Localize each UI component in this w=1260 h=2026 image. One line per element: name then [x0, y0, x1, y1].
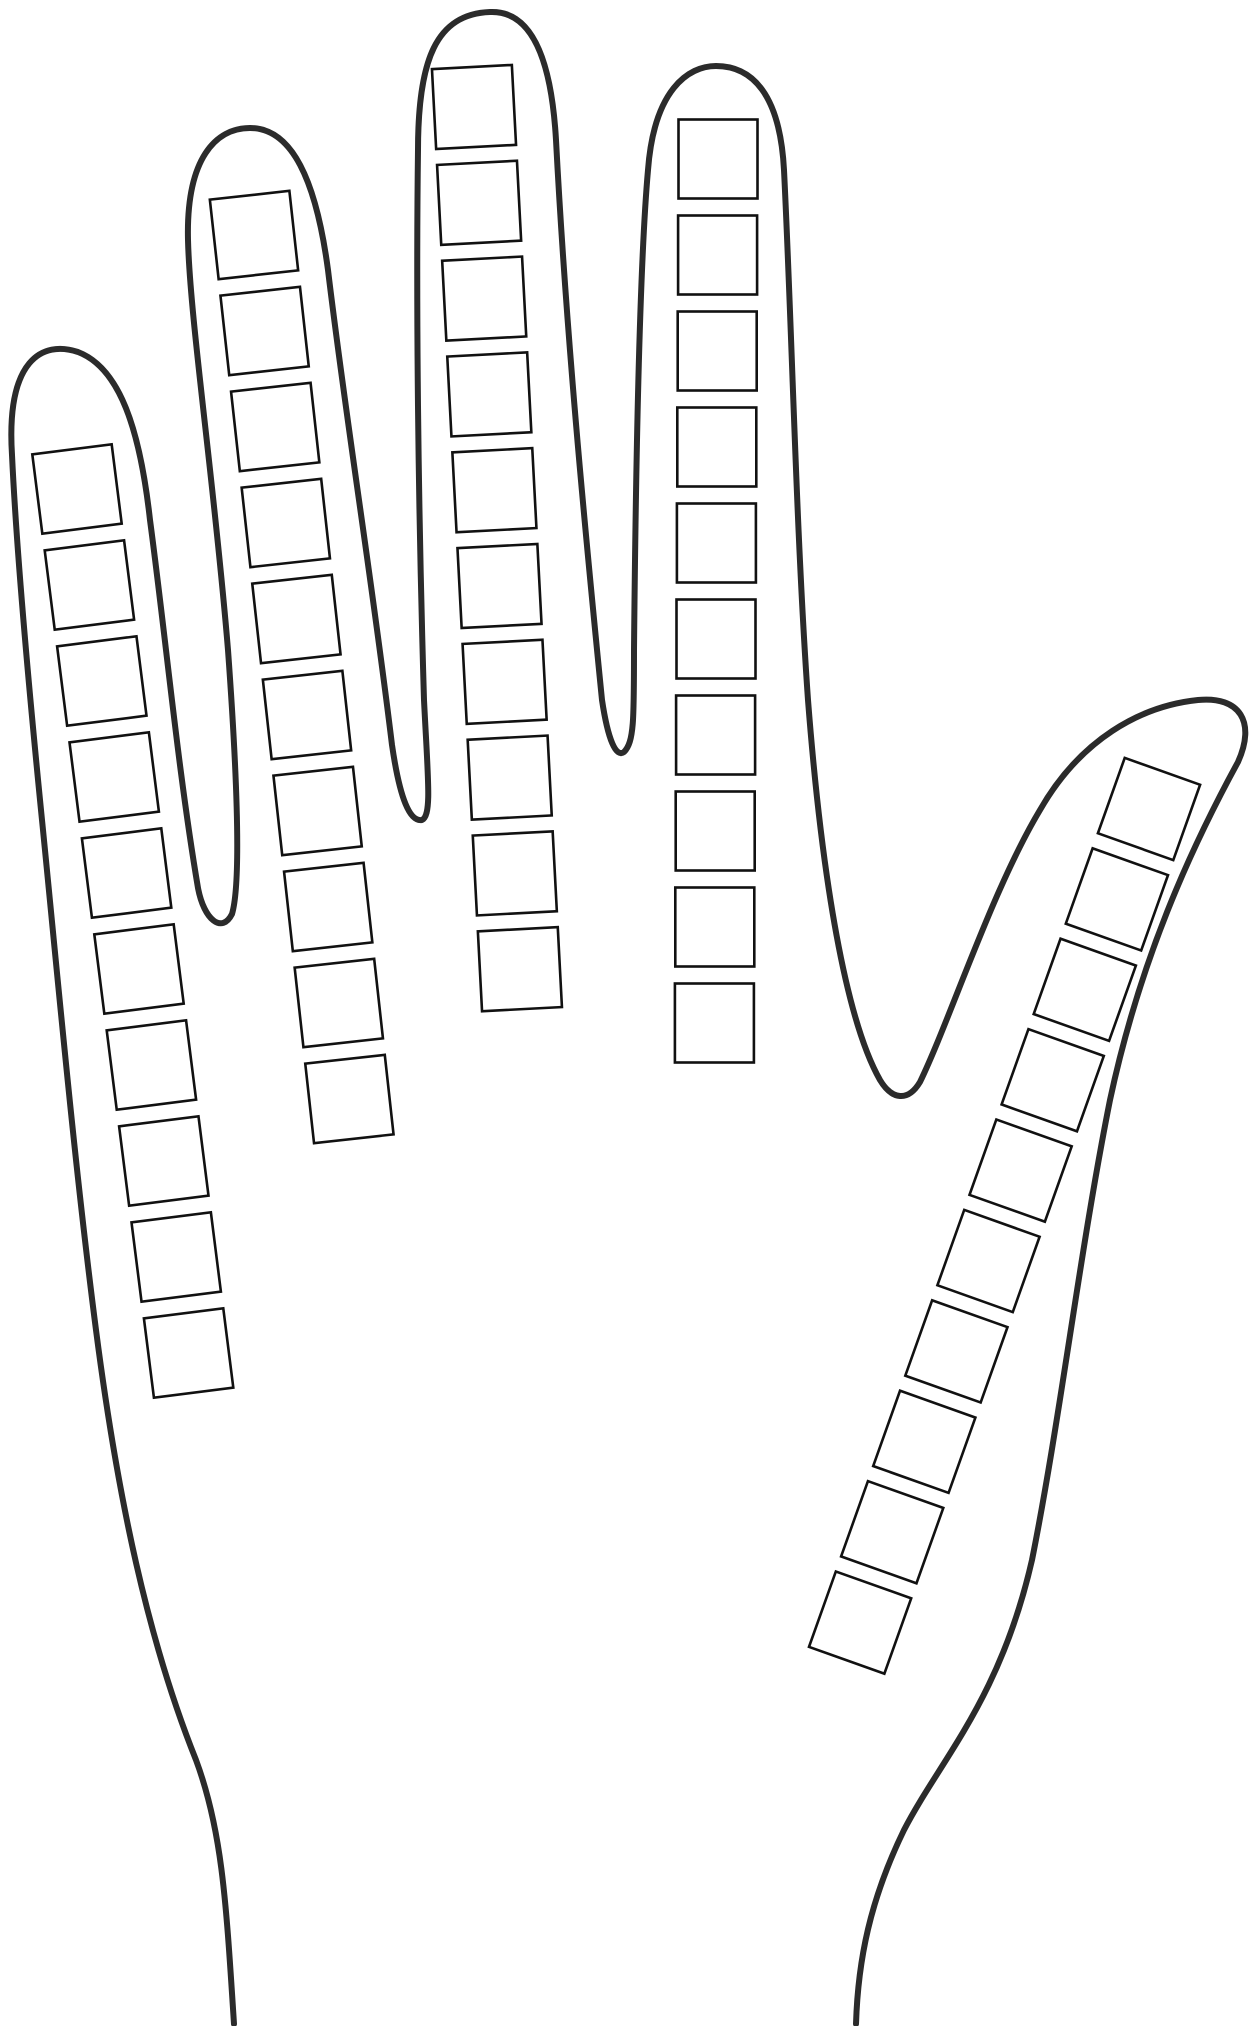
middle-finger-box[interactable] [478, 927, 562, 1011]
ring-finger-box[interactable] [273, 767, 361, 855]
index-finger-box[interactable] [676, 792, 755, 871]
middle-finger-box[interactable] [473, 831, 557, 915]
little-finger-box[interactable] [94, 924, 183, 1013]
little-finger-box[interactable] [82, 828, 171, 917]
ring-finger-boxes [210, 191, 394, 1143]
index-finger-box[interactable] [677, 504, 756, 583]
ring-finger-box[interactable] [210, 191, 298, 279]
middle-finger-box[interactable] [437, 161, 521, 245]
thumb-box[interactable] [1066, 848, 1168, 950]
middle-finger-box[interactable] [447, 352, 531, 436]
middle-finger-box[interactable] [468, 736, 552, 820]
middle-finger-box[interactable] [457, 544, 541, 628]
ring-finger-box[interactable] [220, 287, 308, 375]
little-finger-box[interactable] [119, 1116, 208, 1205]
thumb-box[interactable] [809, 1571, 911, 1673]
index-finger-box[interactable] [676, 696, 755, 775]
thumb-box[interactable] [1002, 1029, 1104, 1131]
index-finger-box[interactable] [678, 312, 757, 391]
little-finger-box[interactable] [32, 444, 121, 533]
thumb-boxes [809, 758, 1200, 1674]
middle-finger-boxes [432, 65, 562, 1011]
ring-finger-box[interactable] [252, 575, 340, 663]
index-finger-box[interactable] [679, 120, 758, 199]
ring-finger-box[interactable] [263, 671, 351, 759]
little-finger-box[interactable] [70, 732, 159, 821]
thumb-box[interactable] [969, 1119, 1071, 1221]
thumb-box[interactable] [1098, 758, 1200, 860]
thumb-box[interactable] [1034, 939, 1136, 1041]
middle-finger-box[interactable] [442, 257, 526, 341]
index-finger-box[interactable] [677, 600, 756, 679]
ring-finger-box[interactable] [231, 383, 319, 471]
middle-finger-box[interactable] [452, 448, 536, 532]
little-finger-box[interactable] [107, 1020, 196, 1109]
index-finger-box[interactable] [675, 984, 754, 1063]
thumb-box[interactable] [937, 1210, 1039, 1312]
finger-boxes [32, 65, 1200, 1674]
ring-finger-box[interactable] [305, 1055, 393, 1143]
thumb-box[interactable] [873, 1391, 975, 1493]
little-finger-boxes [32, 444, 233, 1397]
ring-finger-box[interactable] [284, 863, 372, 951]
index-finger-box[interactable] [677, 408, 756, 487]
middle-finger-box[interactable] [463, 640, 547, 724]
middle-finger-box[interactable] [432, 65, 516, 149]
thumb-box[interactable] [841, 1481, 943, 1583]
ring-finger-box[interactable] [242, 479, 330, 567]
ring-finger-box[interactable] [295, 959, 383, 1047]
index-finger-boxes [675, 120, 758, 1063]
thumb-box[interactable] [905, 1300, 1007, 1402]
little-finger-box[interactable] [57, 636, 146, 725]
index-finger-box[interactable] [678, 216, 757, 295]
index-finger-box[interactable] [675, 888, 754, 967]
little-finger-box[interactable] [132, 1212, 221, 1301]
little-finger-box[interactable] [45, 540, 134, 629]
little-finger-box[interactable] [144, 1308, 233, 1397]
